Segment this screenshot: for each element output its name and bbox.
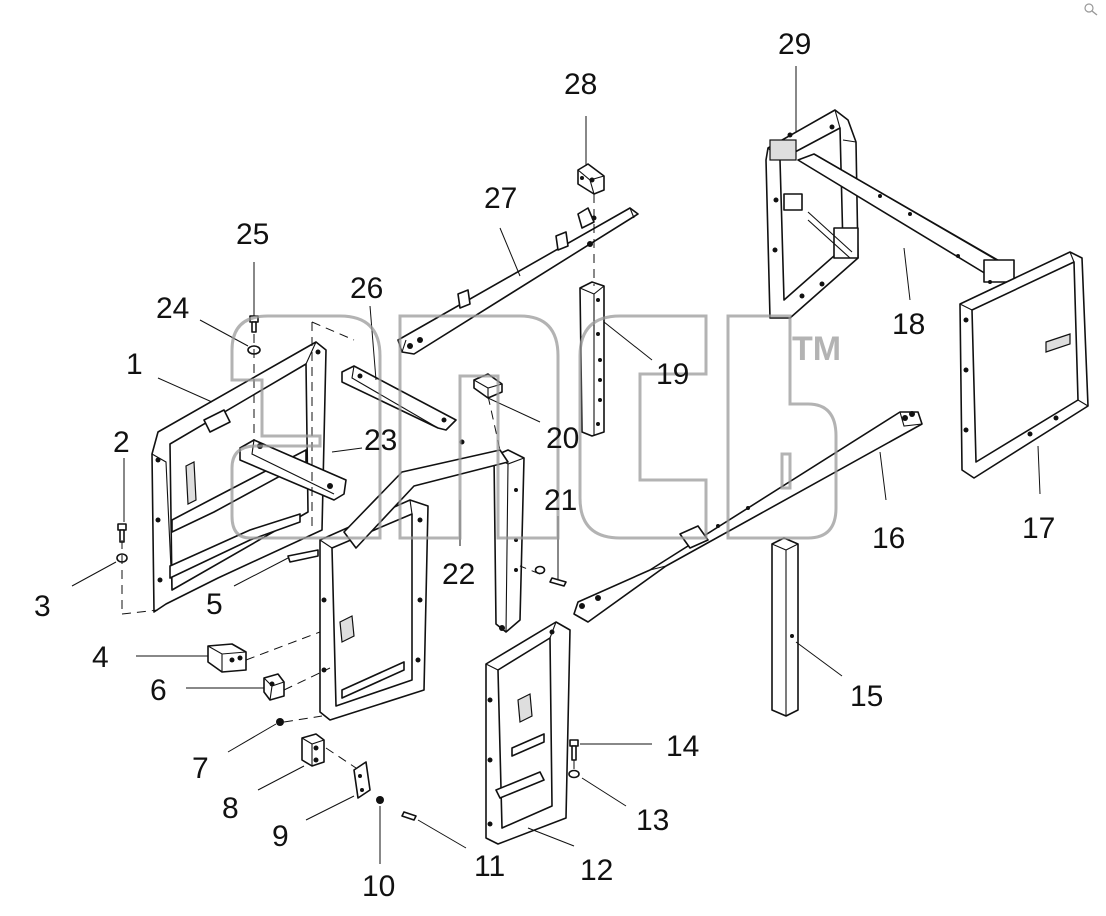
part-8-clamp	[301, 733, 325, 767]
callout-8: 8	[222, 792, 239, 825]
callout-1: 1	[126, 348, 143, 381]
callout-7: 7	[192, 752, 209, 785]
part-10-nut	[376, 796, 384, 804]
callout-22: 22	[442, 558, 475, 591]
part-4-clip	[207, 643, 247, 673]
callout-6: 6	[150, 674, 167, 707]
callout-12: 12	[580, 854, 613, 887]
callout-18: 18	[892, 308, 925, 341]
callout-5: 5	[206, 588, 223, 621]
part-29-rear-frame	[765, 109, 859, 319]
callout-13: 13	[636, 804, 669, 837]
assembly-lines	[121, 194, 595, 770]
callout-28: 28	[564, 68, 597, 101]
part-7-nut	[276, 718, 284, 726]
part-14-bolt	[569, 739, 579, 761]
callout-11: 11	[474, 850, 505, 883]
part-16-lower-beam	[573, 411, 923, 623]
callout-16: 16	[872, 522, 905, 555]
callout-2: 2	[113, 426, 130, 459]
callout-15: 15	[850, 680, 883, 713]
part-central-panel	[319, 439, 509, 721]
watermark-logo: TM	[230, 314, 841, 540]
callout-4: 4	[92, 641, 109, 674]
callout-20: 20	[546, 422, 579, 455]
part-21-bolt-washer	[534, 565, 567, 587]
part-13-washer	[568, 769, 580, 779]
part-6-clip	[263, 673, 285, 701]
callout-9: 9	[272, 820, 289, 853]
callout-10: 10	[362, 870, 395, 903]
callout-25: 25	[236, 218, 269, 251]
part-11-screw	[401, 811, 417, 821]
part-28-bracket	[577, 163, 605, 195]
part-15-vertical-post	[771, 537, 799, 717]
callout-21: 21	[544, 484, 577, 517]
part-9-plate	[353, 761, 371, 799]
callout-29: 29	[778, 28, 811, 61]
watermark-trademark: TM	[792, 330, 841, 368]
part-2-bolt	[117, 523, 127, 543]
callout-26: 26	[350, 272, 383, 305]
callout-3: 3	[34, 590, 51, 623]
callout-24: 24	[156, 292, 189, 325]
zoom-icon[interactable]	[1084, 3, 1098, 16]
callout-labels: 1 2 3 4 5 6 7 8 9 10 11 12 13 14 15 16 1…	[34, 28, 1055, 903]
part-12-front-side-frame	[485, 621, 571, 845]
part-18-cross-tube	[797, 153, 1015, 284]
callout-19: 19	[656, 358, 689, 391]
callout-14: 14	[666, 730, 699, 763]
callout-27: 27	[484, 182, 517, 215]
part-17-side-panel	[959, 251, 1089, 479]
callout-23: 23	[364, 424, 397, 457]
part-19-vertical-bracket	[579, 281, 605, 437]
callout-17: 17	[1022, 512, 1055, 545]
